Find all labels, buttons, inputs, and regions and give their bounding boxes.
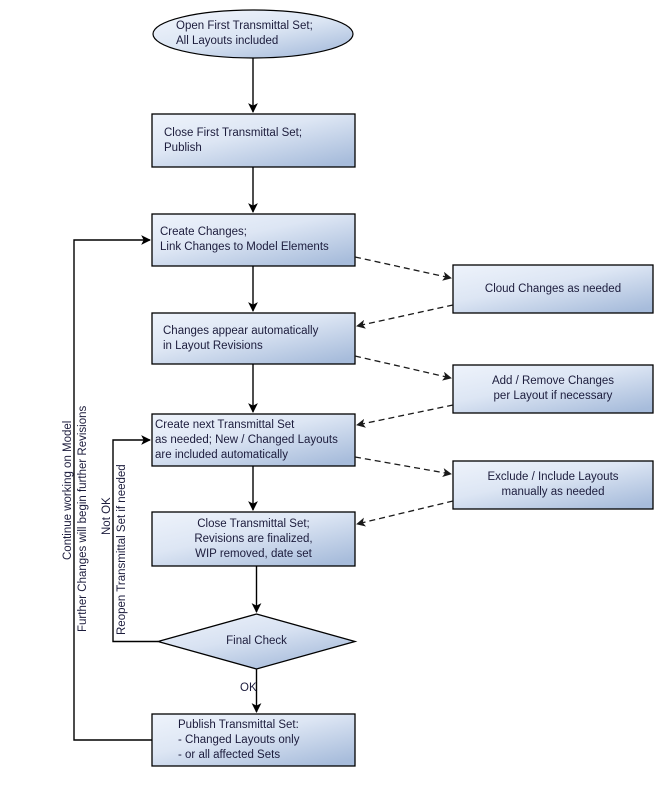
edge-label-not-ok: Not OK	[101, 497, 113, 535]
node-publish-transmittal-set	[151, 713, 356, 767]
node-add-remove-changes	[452, 364, 654, 414]
edge-label-reopen-transmittal-set: Reopen Transmittal Set if needed	[116, 464, 128, 635]
edge-final-check-notok-to-create-next	[112, 435, 158, 643]
node-cloud-changes	[452, 264, 654, 314]
node-exclude-include-layouts	[452, 460, 654, 510]
node-close-first-transmittal-set	[151, 113, 356, 168]
edge-label-further-changes-revisions: Further Changes will begin further Revis…	[77, 405, 89, 632]
node-create-next-transmittal-set	[151, 413, 356, 467]
edge-publish-to-create-changes-loop	[73, 235, 152, 741]
edge-add-remove-to-create-next	[356, 404, 454, 428]
node-close-transmittal-set	[151, 511, 356, 567]
edge-create-next-to-exclude-include	[354, 456, 452, 478]
edge-changes-appear-to-add-remove	[354, 355, 452, 381]
edge-label-continue-working-on-model: Continue working on Model	[62, 420, 74, 560]
edge-exclude-include-to-close-set	[356, 500, 454, 527]
node-final-check	[155, 613, 358, 670]
node-open-first-transmittal-set	[152, 9, 354, 59]
edge-create-changes-to-cloud-changes	[354, 256, 452, 281]
edge-label-ok: OK	[240, 682, 257, 694]
edge-cloud-changes-to-changes-appear	[356, 304, 454, 329]
node-create-changes	[151, 213, 356, 267]
node-changes-appear-automatically	[151, 312, 356, 365]
